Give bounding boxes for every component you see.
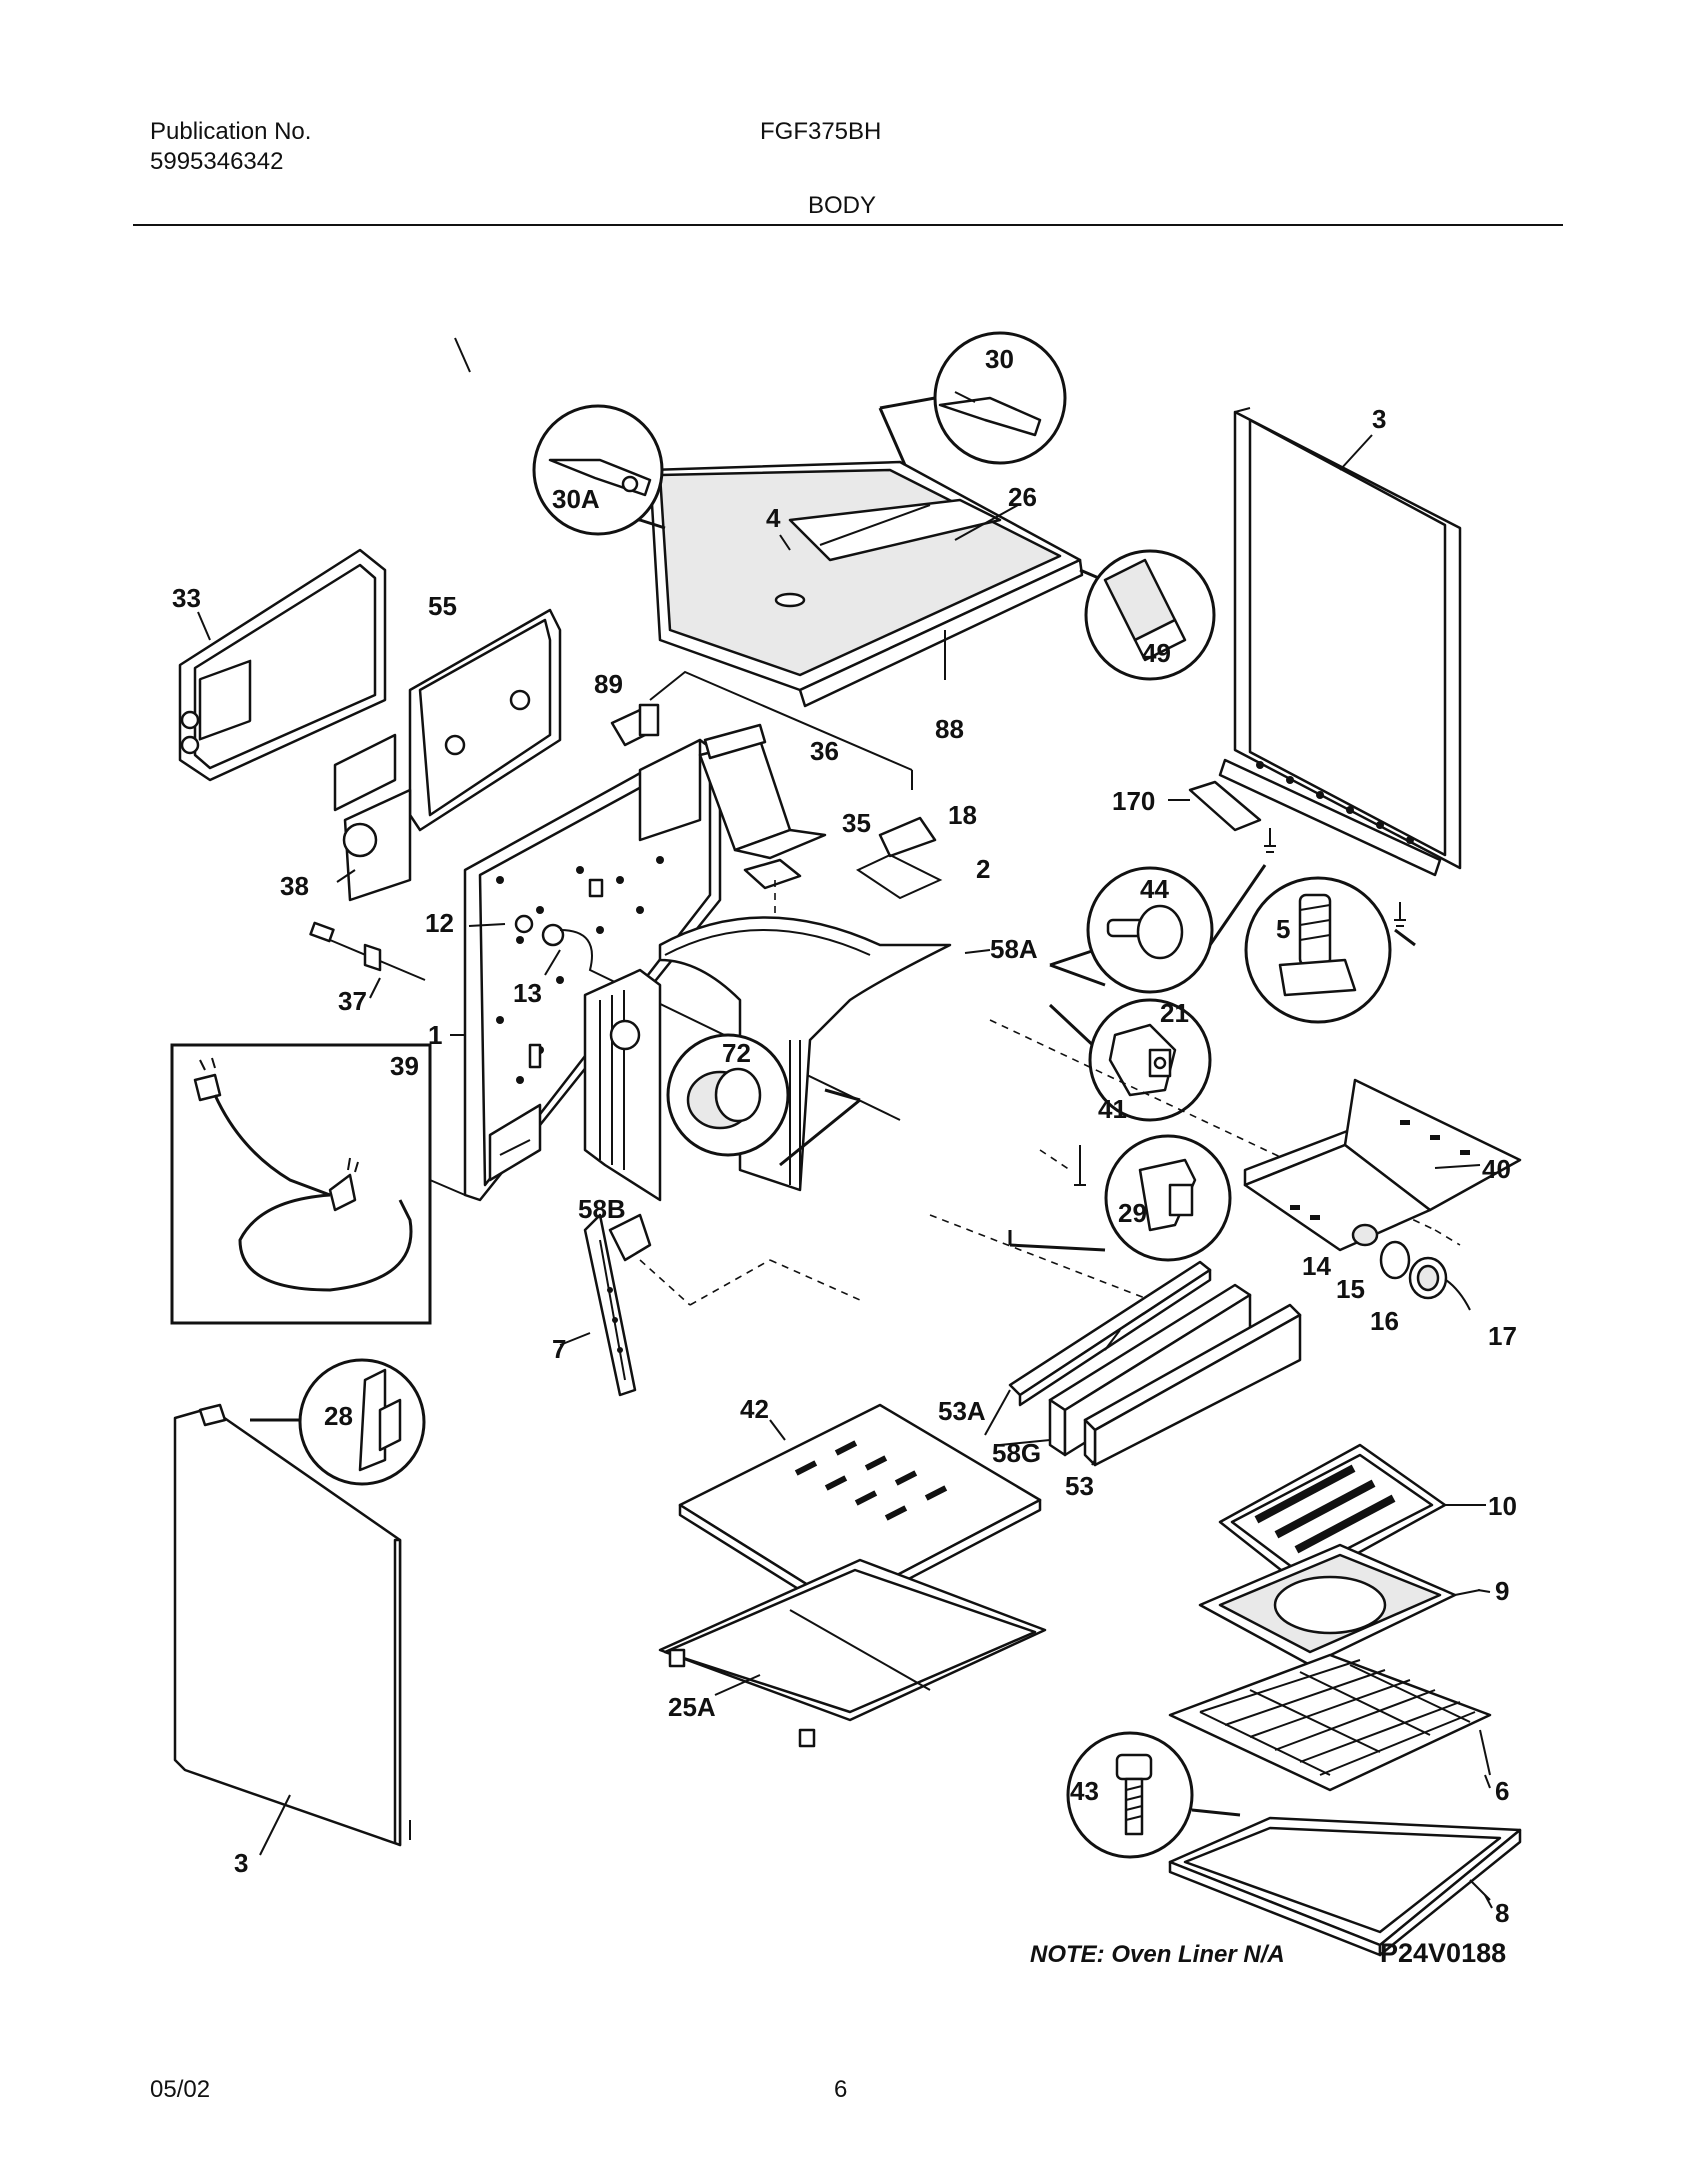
label-53: 53 (1065, 1471, 1094, 1501)
label-42: 42 (740, 1394, 769, 1424)
label-58a: 58A (990, 934, 1038, 964)
label-40: 40 (1482, 1154, 1511, 1184)
label-4: 4 (766, 503, 781, 533)
label-21: 21 (1160, 998, 1189, 1028)
label-36: 36 (810, 736, 839, 766)
label-29: 29 (1118, 1198, 1147, 1228)
leader-lines (197, 337, 1493, 1909)
label-9: 9 (1495, 1576, 1509, 1606)
label-18: 18 (948, 800, 977, 830)
callout-circle-44 (1049, 866, 1214, 994)
panel-33 (178, 548, 387, 782)
label-38: 38 (280, 871, 309, 901)
broil-grid-10 (1218, 1443, 1475, 1587)
callout-circle-28 (250, 1358, 426, 1486)
callout-circle-30a (532, 404, 666, 536)
panel-55 (333, 608, 562, 902)
power-cord-box-39 (170, 1043, 466, 1325)
page-number: 6 (834, 2076, 848, 2103)
label-44: 44 (1140, 874, 1169, 904)
label-30: 30 (985, 344, 1014, 374)
label-58g: 58G (992, 1438, 1041, 1468)
label-12: 12 (425, 908, 454, 938)
label-30a: 30A (552, 484, 600, 514)
label-170: 170 (1112, 786, 1155, 816)
label-49: 49 (1142, 638, 1171, 668)
callout-circle-43 (1066, 1731, 1241, 1859)
label-10: 10 (1488, 1491, 1517, 1521)
label-2: 2 (976, 854, 990, 884)
guide-lines (639, 1019, 1461, 1306)
label-89: 89 (594, 669, 623, 699)
label-5: 5 (1276, 914, 1290, 944)
label-3-top: 3 (1372, 404, 1386, 434)
rails-53a-58g-53 (1008, 1260, 1302, 1467)
footer-date: 05/02 (150, 2076, 211, 2103)
label-13: 13 (513, 978, 542, 1008)
label-15: 15 (1336, 1274, 1365, 1304)
oven-rack-6 (1168, 1653, 1492, 1792)
diagram-code: P24V0188 (1380, 1938, 1506, 1968)
label-35: 35 (842, 808, 871, 838)
insulation-58a-58b (583, 916, 952, 1202)
label-55: 55 (428, 591, 457, 621)
callout-circle-30 (878, 331, 1067, 466)
label-33: 33 (172, 583, 201, 613)
duct-36 (698, 723, 827, 860)
label-25a: 25A (668, 1692, 716, 1722)
top-panel-part (648, 460, 1084, 708)
label-3-bottom: 3 (234, 1848, 248, 1878)
callout-circle-21 (1048, 998, 1212, 1122)
label-17: 17 (1488, 1321, 1517, 1351)
label-37: 37 (338, 986, 367, 1016)
label-8: 8 (1495, 1898, 1509, 1928)
callout-labels: 30 30A 4 26 49 3 33 55 89 88 36 35 18 2 … (172, 344, 1517, 1928)
label-14: 14 (1302, 1251, 1331, 1281)
callout-circle-49 (1079, 549, 1216, 681)
side-panel-right (1218, 407, 1462, 877)
broil-pan-9 (1198, 1543, 1481, 1667)
label-1: 1 (428, 1020, 442, 1050)
label-6: 6 (1495, 1776, 1509, 1806)
label-58b: 58B (578, 1194, 626, 1224)
model-number: FGF375BH (760, 118, 882, 145)
publication-label: Publication No. (150, 118, 312, 145)
label-39: 39 (390, 1051, 419, 1081)
hinge-7 (583, 1213, 652, 1397)
callout-circle-72 (666, 1033, 861, 1167)
lamp-parts-14-17 (1351, 1223, 1471, 1311)
label-26: 26 (1008, 482, 1037, 512)
tray-8 (1168, 1816, 1522, 1957)
parts-12-13 (514, 914, 901, 1121)
label-16: 16 (1370, 1306, 1399, 1336)
label-53a: 53A (938, 1396, 986, 1426)
wire-connector-37 (309, 921, 426, 981)
door-panel-left (173, 1403, 411, 1847)
publication-number: 5995346342 (150, 148, 284, 175)
label-43: 43 (1070, 1776, 1099, 1806)
oven-liner-note: NOTE: Oven Liner N/A (1030, 1941, 1285, 1968)
label-72: 72 (722, 1038, 751, 1068)
section-title: BODY (808, 192, 877, 219)
bracket-170 (1168, 780, 1406, 927)
label-41: 41 (1098, 1094, 1127, 1124)
header-rule (133, 224, 1563, 226)
label-88: 88 (935, 714, 964, 744)
part-40 (1243, 1078, 1522, 1252)
callout-circle-29 (1008, 1134, 1232, 1262)
main-chassis (463, 738, 722, 1202)
bracket-25a (658, 1558, 1047, 1748)
parts-89-88 (610, 670, 913, 790)
label-28: 28 (324, 1401, 353, 1431)
callout-circle-5 (1208, 864, 1416, 1024)
label-7: 7 (552, 1334, 566, 1364)
